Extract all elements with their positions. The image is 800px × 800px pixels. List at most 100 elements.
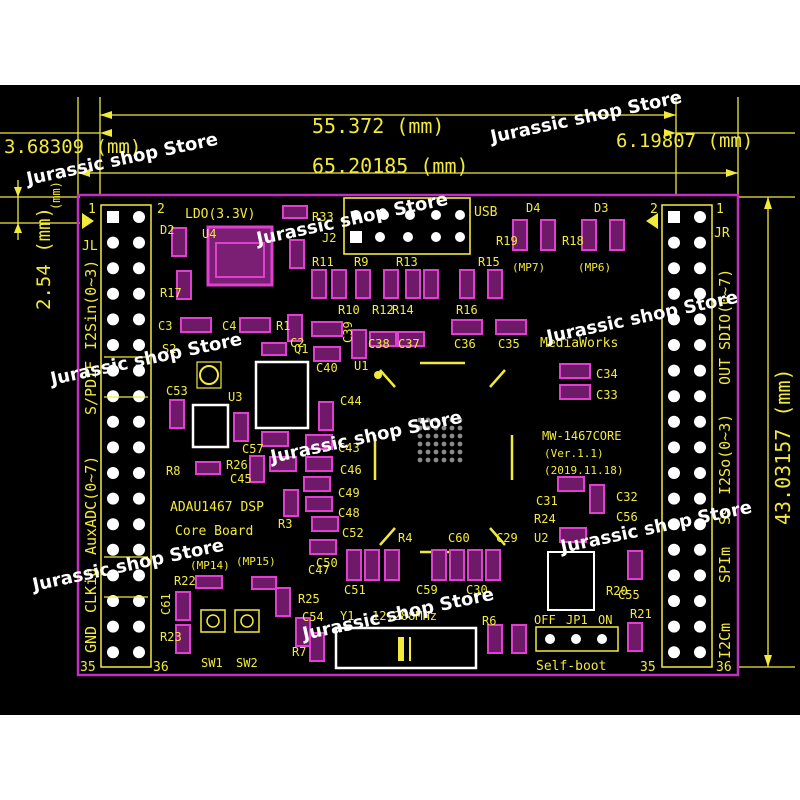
smd-footprint [346, 549, 362, 581]
refdes-r16: R16 [456, 303, 478, 317]
refdes-r15: R15 [478, 255, 500, 269]
header-pad [133, 646, 145, 659]
bga-ball [433, 433, 439, 439]
smd-footprint [487, 269, 503, 299]
refdes-r11: R11 [312, 255, 334, 269]
header-pad [694, 415, 706, 428]
smd-footprint [331, 269, 347, 299]
core-board-label: Core Board [175, 524, 253, 539]
smd-footprint [397, 331, 425, 347]
bga-ball [417, 425, 423, 431]
refdes-c30: C30 [466, 583, 488, 597]
bga-ball [457, 425, 463, 431]
refdes-c38: C38 [368, 337, 390, 351]
header-pad [668, 646, 680, 659]
watermark-9: Jurassic shop Store [299, 584, 496, 646]
smd-footprint [559, 384, 591, 400]
jumper-jp1-pin2 [571, 634, 581, 644]
refdes-c37: C37 [398, 337, 420, 351]
refdes-c52: C52 [342, 526, 364, 540]
usb-connector [343, 197, 471, 255]
bga-ball [425, 457, 431, 463]
refdes-u4: U4 [202, 227, 216, 241]
header-pad [133, 364, 145, 377]
smd-footprint [313, 346, 341, 362]
smd-footprint [171, 227, 187, 257]
bga-ball [425, 433, 431, 439]
pin1-marker-right [646, 213, 658, 229]
header-right-label: JR [714, 226, 730, 241]
header-pad [133, 543, 145, 556]
refdes-c60: C60 [448, 531, 470, 545]
header-left-pin35: 35 [80, 660, 96, 675]
smd-footprint [176, 270, 192, 300]
header-pad [107, 646, 119, 659]
header-left-pin1: 1 [88, 202, 96, 217]
dsp-label: ADAU1467 DSP [170, 500, 264, 515]
bga-ball [441, 433, 447, 439]
header-left-pads [107, 211, 145, 659]
header-pad [107, 467, 119, 479]
refdes-r13: R13 [396, 255, 418, 269]
j2-pad-square [350, 231, 362, 243]
bga-ball [449, 417, 455, 423]
smd-footprint [305, 456, 333, 472]
smd-footprint [581, 219, 597, 251]
j2-pad [405, 210, 415, 220]
smd-footprint [251, 576, 277, 590]
switch-sw2 [234, 609, 260, 633]
smd-footprint [180, 317, 212, 333]
refdes-c48: C48 [338, 506, 360, 520]
smd-footprint [511, 624, 527, 654]
header-pad-square [107, 211, 119, 223]
refdes-r6: R6 [482, 614, 496, 628]
header-pad [668, 492, 680, 505]
smd-footprint [495, 319, 527, 335]
bga-ball [433, 449, 439, 455]
header-left-outline [100, 204, 152, 668]
jumper-jp1-pin1 [545, 634, 555, 644]
smd-footprint [459, 269, 475, 299]
header-pad [107, 543, 119, 556]
bga-ball [417, 433, 423, 439]
right-signal-out: OUT [716, 358, 734, 385]
refdes-c2: C2 [290, 336, 304, 350]
smd-footprint [431, 549, 447, 581]
smd-footprint [169, 399, 185, 429]
header-pad [668, 313, 680, 326]
header-pad [107, 595, 119, 607]
sw2-label: SW2 [236, 656, 258, 670]
header-pad [133, 236, 145, 249]
header-left-label: JL [82, 239, 98, 254]
dim-left-mm: (mm) [49, 181, 63, 210]
refdes-c54: C54 [302, 610, 324, 624]
header-pad [694, 211, 706, 223]
smd-footprint [261, 342, 287, 356]
dsp-pin1-dot [374, 371, 382, 379]
bga-ball [425, 425, 431, 431]
smd-footprint [540, 219, 556, 251]
smd-footprint [557, 476, 585, 492]
refdes-c56: C56 [616, 510, 638, 524]
switch-s2 [199, 365, 219, 385]
header-pad [694, 492, 706, 505]
smd-footprint [627, 550, 643, 580]
selfboot-label: Self-boot [536, 659, 606, 674]
bga-ball [457, 457, 463, 463]
smd-footprint [275, 587, 291, 617]
refdes-r3: R3 [278, 517, 292, 531]
refdes-c43: C43 [338, 441, 360, 455]
header-pad [107, 236, 119, 249]
header-pad [668, 595, 680, 607]
refdes-c32: C32 [616, 490, 638, 504]
bga-ball [449, 433, 455, 439]
left-signal-i2sin: I2Sin(0~3) [82, 260, 100, 350]
refdes-c39: C39 [341, 321, 355, 343]
smd-footprint [305, 434, 333, 450]
jumper-off-label: OFF [534, 613, 556, 627]
left-signal-spdif: S/PDIF [82, 361, 100, 415]
switch-s2-box [196, 361, 222, 389]
brand-label: MediaWorks [540, 336, 618, 351]
bga-ball [433, 425, 439, 431]
refdes-c45: C45 [230, 472, 252, 486]
